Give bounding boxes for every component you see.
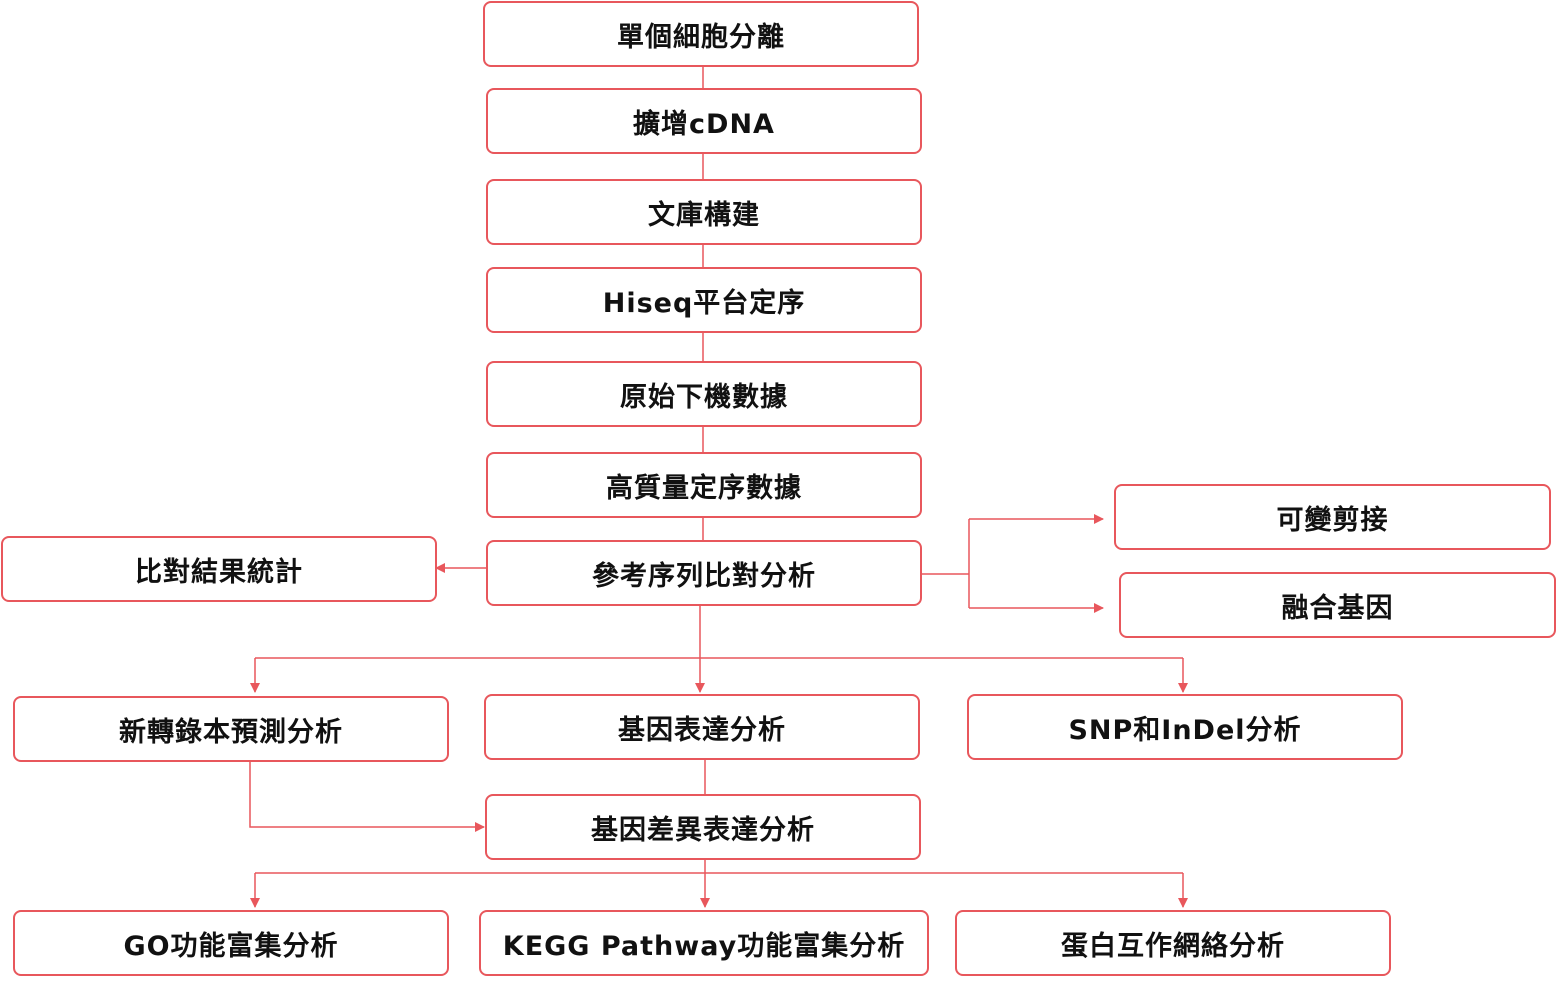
node-kegg-enrichment: KEGG Pathway功能富集分析: [479, 910, 929, 976]
node-library-construction: 文庫構建: [486, 179, 922, 245]
node-alternative-splicing: 可變剪接: [1114, 484, 1551, 550]
node-raw-data: 原始下機數據: [486, 361, 922, 427]
node-high-quality-data: 高質量定序數據: [486, 452, 922, 518]
node-protein-interaction-network: 蛋白互作網絡分析: [955, 910, 1391, 976]
node-differential-expression: 基因差異表達分析: [485, 794, 921, 860]
arrow-novel-to-diff: [249, 762, 485, 832]
node-reference-alignment: 參考序列比對分析: [486, 540, 922, 606]
node-novel-transcript-prediction: 新轉錄本預測分析: [13, 696, 449, 762]
node-alignment-statistics: 比對結果統計: [1, 536, 437, 602]
node-go-enrichment: GO功能富集分析: [13, 910, 449, 976]
node-fusion-gene: 融合基因: [1119, 572, 1556, 638]
node-snp-indel: SNP和InDel分析: [967, 694, 1403, 760]
node-gene-expression: 基因表達分析: [484, 694, 920, 760]
node-hiseq-sequencing: Hiseq平台定序: [486, 267, 922, 333]
node-amplify-cdna: 擴增cDNA: [486, 88, 922, 154]
node-single-cell-isolation: 單個細胞分離: [483, 1, 919, 67]
